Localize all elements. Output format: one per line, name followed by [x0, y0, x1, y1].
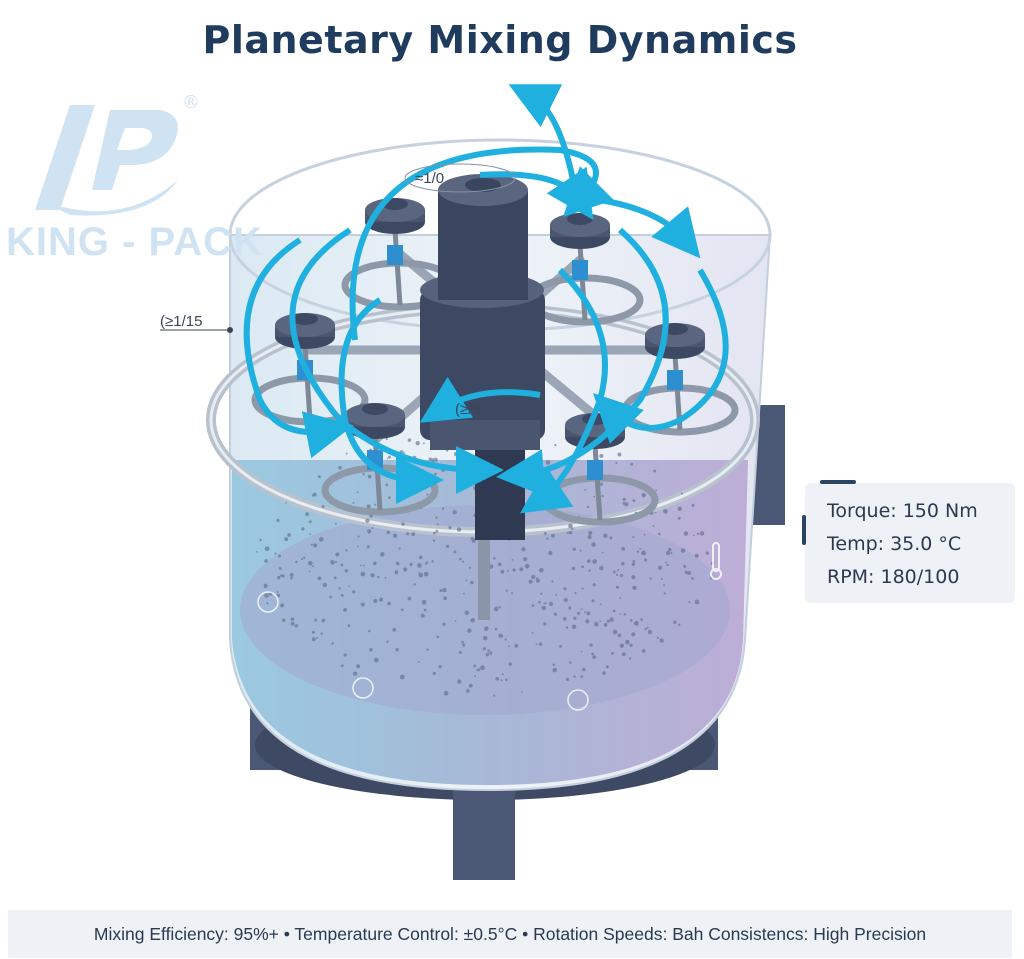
page-title: Planetary Mixing Dynamics	[202, 18, 798, 62]
svg-text:(≥1/15: (≥1/15	[160, 313, 202, 330]
temp-readout: Temp: 35.0 °C	[827, 533, 962, 555]
label-top: ≈1/0	[404, 163, 516, 193]
logo-text: KING - PACK	[6, 220, 263, 264]
king-pack-logo-mark	[35, 105, 178, 216]
thermometer-icon	[710, 542, 722, 580]
rpm-readout: RPM: 180/100	[827, 566, 960, 588]
svg-text:≈1/0: ≈1/0	[415, 170, 444, 187]
torque-readout: Torque: 150 Nm	[827, 500, 978, 522]
spec-footer: Mixing Efficiency: 95%+ • Temperature Co…	[8, 910, 1012, 958]
label-center: (≥/5	[455, 401, 481, 418]
central-drive-column	[420, 174, 545, 620]
flow-arrows	[243, 84, 729, 514]
label-left: (≥1/15	[160, 313, 233, 333]
registered-mark: ®	[182, 92, 200, 113]
gauge-icon	[257, 591, 589, 711]
panel-tab-left	[802, 515, 806, 545]
panel-tab-top	[820, 480, 856, 484]
readout-panel: Torque: 150 Nm Temp: 35.0 °C RPM: 180/10…	[802, 480, 1015, 603]
planet-blade	[341, 198, 459, 311]
